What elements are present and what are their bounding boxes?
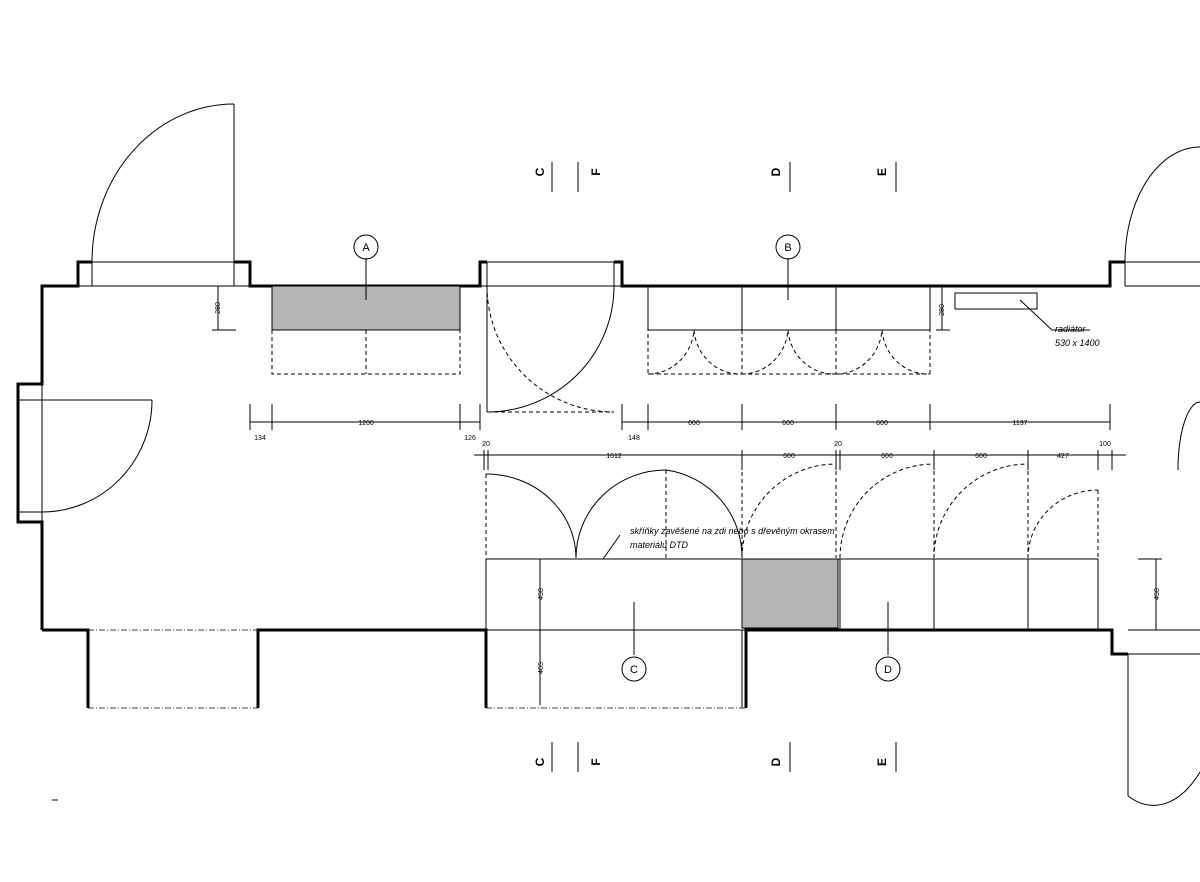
shelves-note-1: skříňky zavěšené na zdi nebo s dřevěným … <box>630 526 835 536</box>
door3-arc-alt <box>486 285 615 413</box>
door3-arc <box>486 285 615 413</box>
shelves-note-2: materiálu DTD <box>630 540 689 550</box>
dim-mid-600b: 600 <box>881 453 893 460</box>
bottom-wall-left <box>42 628 90 708</box>
bottom-wall-right <box>744 628 1128 708</box>
swing-d4 <box>1027 489 1099 559</box>
door2-arc <box>41 399 153 513</box>
dim-depth-a-text: 280 <box>215 302 222 314</box>
dim-126: 126 <box>464 435 476 442</box>
top-door-frame-left <box>77 261 251 287</box>
swing-c1 <box>485 473 577 559</box>
dim-600-b: 600 <box>782 420 794 427</box>
top-wall-door1-right <box>234 260 487 288</box>
openings <box>17 261 623 523</box>
dim-148: 148 <box>628 435 640 442</box>
cabinet-grey-d <box>741 558 839 629</box>
label-circle-d <box>875 656 901 682</box>
label-circle-c <box>621 656 647 682</box>
dim-mid-600a: 600 <box>783 453 795 460</box>
door6-arc <box>1127 771 1200 806</box>
top-door-frame-mid <box>479 261 623 287</box>
radiator-leader <box>1019 299 1053 331</box>
section-e-bottom: E <box>875 758 889 766</box>
door4-arc <box>1124 146 1200 263</box>
note-leader <box>602 534 621 560</box>
dim-mid-20b: 20 <box>834 441 842 448</box>
cabinet-b-swing3 <box>835 329 931 375</box>
door5-arc <box>1177 401 1200 471</box>
section-d-top: D <box>769 167 783 176</box>
cabinet-b-lower <box>647 329 931 375</box>
dim-mid-600c: 600 <box>975 453 987 460</box>
label-c: C <box>630 664 638 676</box>
cabinet-b-swing2 <box>741 329 837 375</box>
section-f-top: F <box>589 168 603 175</box>
swing-d2 <box>839 463 935 559</box>
label-b: B <box>784 242 791 254</box>
dim-mid-100: 100 <box>1099 441 1111 448</box>
radiator-note-1: radiátor <box>1055 324 1087 334</box>
section-e-top: E <box>875 168 889 176</box>
bottom-wall-mid <box>256 628 488 708</box>
radiator-note-2: 530 x 1400 <box>1055 338 1100 348</box>
dim-600-c: 600 <box>876 420 888 427</box>
dim-1200: 1200 <box>358 420 374 427</box>
door-swings <box>41 103 1200 806</box>
left-door-frame <box>17 383 43 523</box>
dim-depth-c-lower-text: 465 <box>538 662 545 674</box>
dimension-texts: 134 1200 126 148 600 600 600 1137 20 161… <box>215 302 1161 674</box>
label-circle-a <box>353 234 379 260</box>
section-c-bottom: C <box>533 757 547 766</box>
section-f-bottom: F <box>589 758 603 765</box>
furniture-c-d <box>485 458 1099 655</box>
top-wall-left <box>16 260 92 630</box>
walls <box>16 260 1200 709</box>
dim-depth-b-text: 280 <box>939 304 946 316</box>
dim-depth-d-text: 450 <box>1154 588 1161 600</box>
label-circles: A B C D <box>353 234 901 682</box>
label-a: A <box>362 242 370 254</box>
swing-d3 <box>933 463 1029 559</box>
dim-mid-20a: 20 <box>482 441 490 448</box>
door1-arc <box>91 103 235 263</box>
section-markers: C F D E C F D E <box>533 162 897 772</box>
dim-134: 134 <box>254 435 266 442</box>
section-c-top: C <box>533 167 547 176</box>
furniture-b <box>647 258 1090 375</box>
furniture-a <box>271 258 461 375</box>
radiator <box>954 292 1038 310</box>
dim-600-a: 600 <box>688 420 700 427</box>
dim-mid-427: 427 <box>1057 453 1069 460</box>
cabinet-b-swing1 <box>647 329 743 375</box>
dimension-lines <box>212 286 1162 705</box>
section-d-bottom: D <box>769 757 783 766</box>
top-wall-middle <box>614 260 1125 288</box>
notes: radiátor 530 x 1400 skříňky zavěšené na … <box>630 324 1100 550</box>
label-d: D <box>884 664 892 676</box>
label-circle-b <box>775 234 801 260</box>
swing-d1 <box>741 463 837 559</box>
cabinet-b <box>647 285 931 331</box>
dim-1137: 1137 <box>1012 420 1027 427</box>
dim-depth-c-upper-text: 450 <box>538 588 545 600</box>
dim-mid-1612: 1612 <box>606 453 622 460</box>
